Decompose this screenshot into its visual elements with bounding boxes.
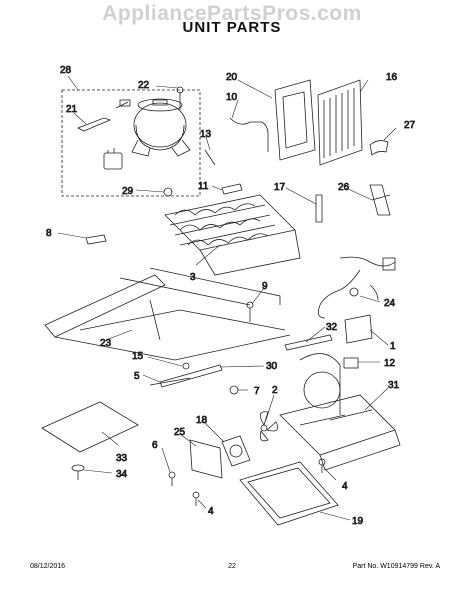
callout-20: 20 (226, 72, 238, 83)
callout-4-lower: 4 (208, 506, 214, 517)
footer-page-number: 22 (228, 563, 236, 570)
screw-part-9 (246, 301, 254, 322)
callout-10: 10 (226, 92, 238, 103)
callout-8: 8 (46, 228, 52, 239)
callout-2: 2 (272, 385, 278, 396)
page-title: UNIT PARTS (182, 19, 282, 36)
callout-27: 27 (404, 120, 416, 131)
callout-21: 21 (66, 104, 78, 115)
screw-part-4b (318, 458, 326, 473)
part-12 (343, 357, 359, 369)
callout-18: 18 (196, 415, 208, 426)
callout-6: 6 (152, 440, 158, 451)
callout-15: 15 (132, 351, 144, 362)
callout-28: 28 (60, 65, 72, 76)
callout-9: 9 (262, 281, 268, 292)
callout-31: 31 (388, 380, 400, 391)
callout-12: 12 (384, 358, 396, 369)
foot-part-34 (71, 464, 85, 480)
fan-shroud (274, 79, 316, 161)
callout-17: 17 (274, 182, 286, 193)
footer-date: 08/12/2016 (30, 563, 66, 570)
tube-part-13 (204, 149, 216, 166)
wire-harness (317, 256, 396, 319)
pad-part-33 (41, 401, 139, 453)
base-frame (44, 267, 291, 361)
fastener (182, 362, 190, 370)
callout-11: 11 (198, 181, 209, 192)
screw-part-4a (192, 491, 200, 506)
callout-7: 7 (254, 386, 260, 397)
fan-blade (259, 411, 279, 442)
rod-part-32 (284, 334, 333, 351)
callout-29: 29 (122, 186, 134, 197)
callout-23: 23 (100, 338, 112, 349)
bracket-part-17 (315, 194, 323, 223)
callout-19: 19 (352, 516, 364, 527)
condenser-coil (164, 194, 301, 276)
callout-13: 13 (200, 129, 212, 140)
sensor-part-26 (369, 184, 391, 216)
grommet-part (163, 187, 173, 197)
callout-34: 34 (116, 469, 128, 480)
tube-part (149, 377, 191, 386)
footer-part-number: Part No. W10914799 Rev. A (352, 563, 440, 570)
clip-part-27 (369, 140, 389, 156)
callout-33: 33 (116, 453, 128, 464)
callout-25: 25 (174, 427, 186, 438)
drain-pan (239, 461, 339, 526)
drier-part (85, 234, 107, 245)
grommet-part-7 (229, 385, 239, 395)
callout-22: 22 (138, 80, 150, 91)
callout-24: 24 (384, 298, 396, 309)
callout-26: 26 (338, 182, 350, 193)
callout-labels: 28 22 21 20 10 16 13 27 29 11 17 26 8 3 … (46, 65, 416, 528)
motor-bracket (189, 439, 223, 479)
condenser-fins (317, 79, 363, 166)
watermark: AppliancePartsPros.com (102, 2, 362, 25)
screw-part-6 (168, 471, 176, 486)
callout-16: 16 (386, 72, 398, 83)
callout-32: 32 (326, 322, 338, 333)
compressor-group-box (61, 89, 201, 197)
base-pan (279, 353, 401, 471)
callout-3: 3 (190, 272, 196, 283)
clip-part (221, 183, 243, 195)
callout-5: 5 (134, 371, 140, 382)
callout-1: 1 (390, 341, 396, 352)
leader-lines (57, 75, 397, 521)
callout-30: 30 (266, 361, 278, 372)
callout-4-right: 4 (342, 481, 348, 492)
fan-motor (221, 435, 251, 467)
bracket-part (159, 364, 223, 388)
relay-parts (77, 99, 131, 170)
plate-part-1 (344, 314, 373, 344)
compressor (131, 86, 191, 157)
tube-part-10 (229, 117, 269, 152)
